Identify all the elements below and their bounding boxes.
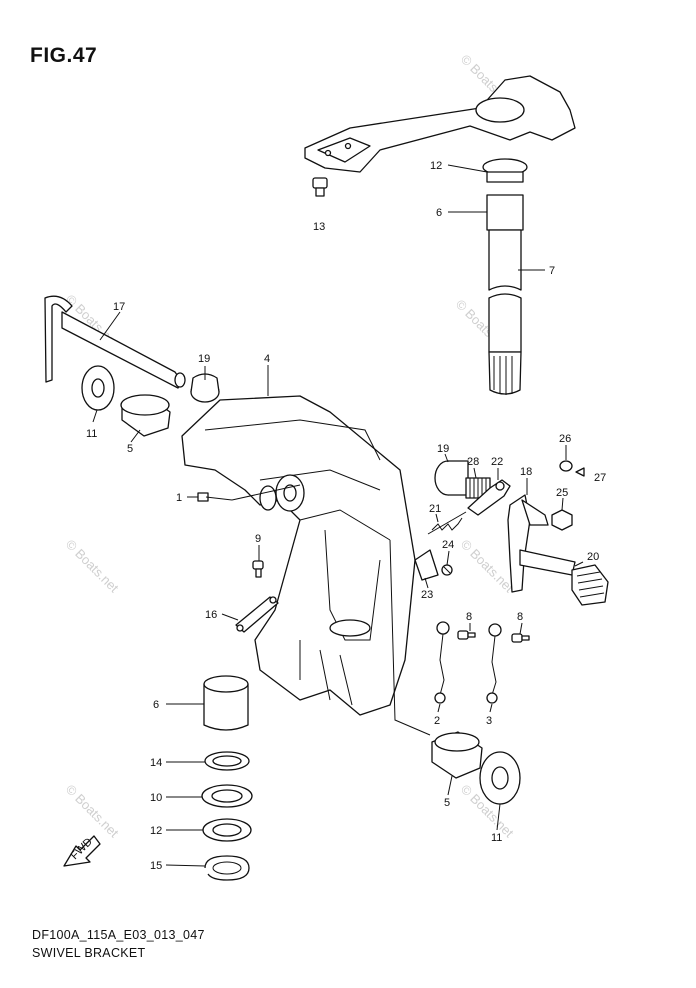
washer-11-right xyxy=(479,751,521,805)
callout-5-right: 5 xyxy=(444,797,450,809)
tilt-lock-arm-18 xyxy=(507,494,576,593)
callout-22: 22 xyxy=(491,456,503,468)
swivel-bracket-body xyxy=(181,395,416,716)
callout-25: 25 xyxy=(556,487,568,499)
callout-10: 10 xyxy=(150,792,162,804)
screw-24 xyxy=(441,564,453,576)
callout-11-left: 11 xyxy=(86,428,97,440)
forward-direction-arrow: FWD xyxy=(63,835,101,867)
callout-23: 23 xyxy=(421,589,433,601)
nut-25 xyxy=(551,509,573,531)
part-name: SWIVEL BRACKET xyxy=(32,946,146,960)
callout-26: 26 xyxy=(559,433,571,445)
bolt-13 xyxy=(312,177,328,197)
bushing-5-left xyxy=(120,394,171,437)
bolt-8-right xyxy=(511,633,530,643)
callout-6-top: 6 xyxy=(436,207,442,219)
callout-19-left: 19 xyxy=(198,353,210,365)
swivel-shaft xyxy=(482,158,528,395)
model-code: DF100A_115A_E03_013_047 xyxy=(32,928,205,942)
callout-5-left: 5 xyxy=(127,443,133,455)
watermark: © Boats.net xyxy=(63,537,122,596)
watermark: © Boats.net xyxy=(458,537,517,596)
pin-27 xyxy=(575,467,585,477)
lock-plate-16 xyxy=(235,596,279,633)
grip-20 xyxy=(571,564,609,606)
callout-2: 2 xyxy=(434,715,440,727)
washer-11-left xyxy=(81,365,115,411)
callout-13: 13 xyxy=(313,221,325,233)
tilt-lock-lever-22 xyxy=(467,479,511,516)
callout-18: 18 xyxy=(520,466,532,478)
bracket-23 xyxy=(414,549,439,581)
callout-1: 1 xyxy=(176,492,182,504)
washer-12-lower xyxy=(202,818,252,842)
callout-4: 4 xyxy=(264,353,270,365)
bushing-19-right xyxy=(434,460,469,496)
leader-lines xyxy=(92,164,584,867)
spring-21 xyxy=(427,511,467,535)
callout-16: 16 xyxy=(205,609,217,621)
ground-lead-2 xyxy=(434,621,450,704)
callout-17: 17 xyxy=(113,301,125,313)
bushing-5-right xyxy=(431,731,483,779)
washer-10 xyxy=(201,784,253,808)
callout-12-top: 12 xyxy=(430,160,442,172)
callout-8-right: 8 xyxy=(517,611,523,623)
callout-24: 24 xyxy=(442,539,454,551)
callout-14: 14 xyxy=(150,757,162,769)
washer-26 xyxy=(559,460,573,472)
callout-28: 28 xyxy=(467,456,479,468)
callout-6-lower: 6 xyxy=(153,699,159,711)
bushing-19-left xyxy=(190,373,220,403)
ground-lead-3 xyxy=(486,623,502,704)
bolt-8-left xyxy=(457,630,476,640)
washer-14 xyxy=(204,751,250,771)
figure-title: FIG.47 xyxy=(30,44,98,67)
callout-3: 3 xyxy=(486,715,492,727)
callout-21: 21 xyxy=(429,503,441,515)
bolt-1 xyxy=(197,492,233,502)
steering-arm xyxy=(304,75,576,173)
callout-12-lower: 12 xyxy=(150,825,162,837)
callout-8-left: 8 xyxy=(466,611,472,623)
bushing-6-lower xyxy=(203,675,249,731)
callouts: 12 6 13 7 17 19 4 11 5 1 19 28 22 26 27 … xyxy=(86,160,606,872)
callout-27: 27 xyxy=(594,472,606,484)
callout-15: 15 xyxy=(150,860,162,872)
watermark: © Boats.net xyxy=(63,782,122,841)
callout-9: 9 xyxy=(255,533,261,545)
circlip-15 xyxy=(204,855,250,881)
callout-7: 7 xyxy=(549,265,555,277)
callout-20: 20 xyxy=(587,551,599,563)
bolt-9 xyxy=(252,560,264,578)
tilt-tube xyxy=(44,295,186,389)
callout-11-right: 11 xyxy=(491,832,502,844)
callout-19-right: 19 xyxy=(437,443,449,455)
